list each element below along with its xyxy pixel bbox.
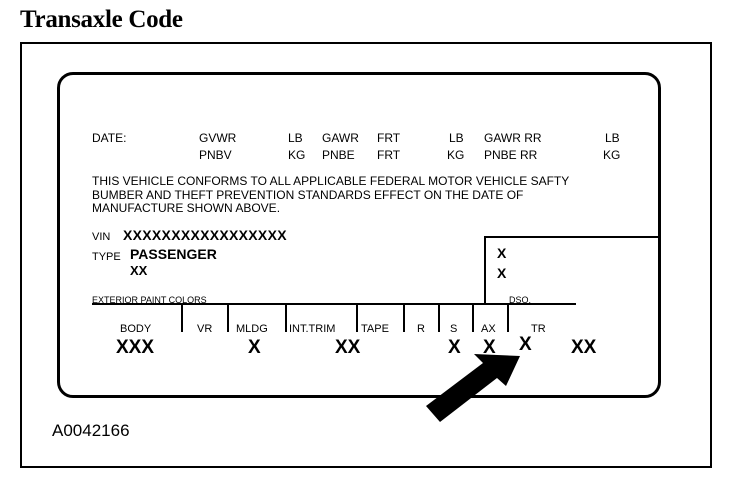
paint-colors-label: EXTERIOR PAINT COLORS xyxy=(92,295,207,305)
box-value-1: X xyxy=(497,245,507,261)
column-header-mldg: MLDG xyxy=(236,323,268,335)
conformity-line: THIS VEHICLE CONFORMS TO ALL APPLICABLE … xyxy=(92,174,570,188)
column-header-ax: AX xyxy=(481,323,496,335)
figure-frame xyxy=(20,42,712,468)
kg-label-1: KG xyxy=(288,148,306,162)
type-code: XX xyxy=(130,263,148,278)
int-trim-code: XX xyxy=(335,337,361,358)
dso-code: XX xyxy=(571,337,597,358)
column-header-r: R xyxy=(417,323,425,335)
certification-label xyxy=(57,72,661,398)
frt-label-2: FRT xyxy=(377,148,401,162)
gvwr-label: GVWR xyxy=(199,131,237,145)
gawr-rr-label: GAWR RR xyxy=(484,131,542,145)
dso-label: DSO. xyxy=(509,295,532,305)
pnbe-label: PNBE xyxy=(322,148,355,162)
column-separator xyxy=(507,304,509,332)
frt-label-1: FRT xyxy=(377,131,401,145)
column-separator xyxy=(227,304,229,332)
box-top-border xyxy=(484,236,661,238)
date-label: DATE: xyxy=(92,131,127,145)
body-code: XXX xyxy=(116,337,155,358)
pnbe-rr-label: PNBE RR xyxy=(484,148,538,162)
conformity-line: MANUFACTURE SHOWN ABOVE. xyxy=(92,201,281,215)
vin-value: XXXXXXXXXXXXXXXXX xyxy=(123,227,287,243)
column-separator xyxy=(285,304,287,332)
column-separator xyxy=(356,304,358,332)
pnbv-label: PNBV xyxy=(199,148,232,162)
mldg-code: X xyxy=(248,337,261,358)
lb-label-3: LB xyxy=(605,131,620,145)
column-header-tape: TAPE xyxy=(361,323,389,335)
type-label: TYPE xyxy=(92,251,121,263)
lb-label-1: LB xyxy=(288,131,303,145)
box-value-2: X xyxy=(497,265,507,281)
gawr-label: GAWR xyxy=(322,131,359,145)
pointer-arrow-icon xyxy=(426,354,520,422)
figure-title: Transaxle Code xyxy=(20,6,183,33)
figure-id: A0042166 xyxy=(52,421,130,440)
kg-label-3: KG xyxy=(603,148,621,162)
lb-label-2: LB xyxy=(449,131,464,145)
column-header-vr: VR xyxy=(197,323,213,335)
column-header-s: S xyxy=(450,323,458,335)
column-header-int-trim: INT.TRIM xyxy=(289,323,336,335)
column-separator xyxy=(181,304,183,332)
column-header-tr: TR xyxy=(531,323,546,335)
transaxle-code: X xyxy=(519,334,532,355)
vin-label: VIN xyxy=(92,231,111,243)
conformity-statement: THIS VEHICLE CONFORMS TO ALL APPLICABLE … xyxy=(92,174,570,216)
kg-label-2: KG xyxy=(447,148,465,162)
paint-divider-line xyxy=(92,303,576,305)
ax-code: X xyxy=(483,337,496,358)
box-left-border xyxy=(484,236,486,304)
s-code: X xyxy=(448,337,461,358)
column-header-body: BODY xyxy=(120,323,152,335)
column-separator xyxy=(403,304,405,332)
type-value: PASSENGER xyxy=(130,246,217,262)
column-separator xyxy=(472,304,474,332)
column-separator xyxy=(438,304,440,332)
conformity-line: BUMBER AND THEFT PREVENTION STANDARDS EF… xyxy=(92,187,524,202)
